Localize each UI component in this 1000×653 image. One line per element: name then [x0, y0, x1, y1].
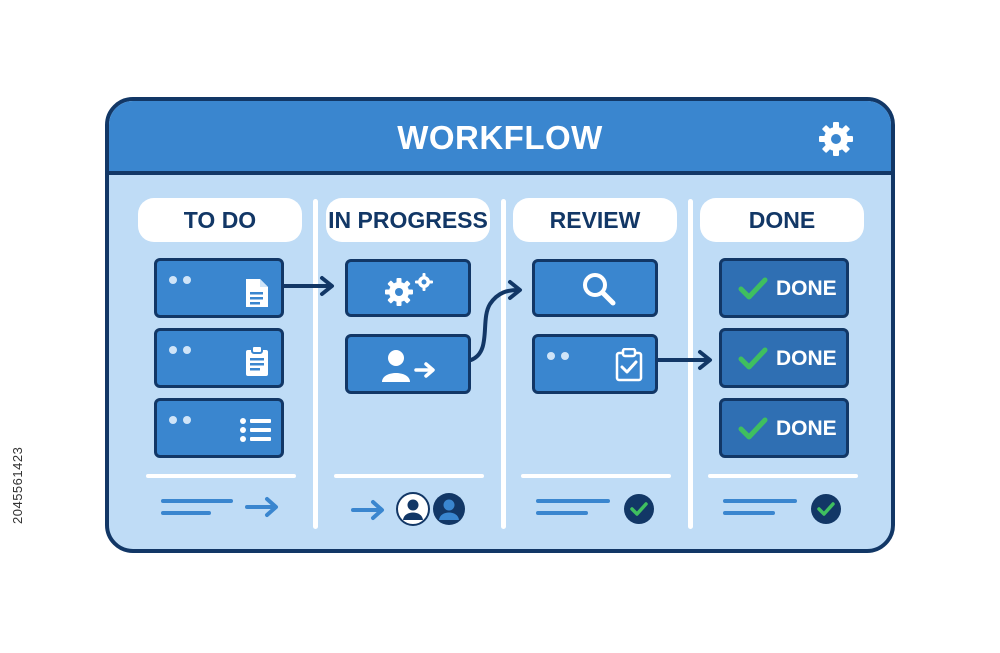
column-header-todo: TO DO	[138, 198, 302, 242]
board-header: WORKFLOW	[109, 101, 891, 175]
done-label: DONE	[776, 347, 837, 370]
column-divider	[501, 199, 506, 529]
column-header-review: REVIEW	[513, 198, 677, 242]
card-dots	[169, 411, 197, 429]
done-label: DONE	[776, 277, 837, 300]
task-card-done-3[interactable]: DONE	[719, 398, 849, 458]
user-avatar-icon	[433, 493, 465, 525]
task-card-done-1[interactable]: DONE	[719, 258, 849, 318]
board-title: WORKFLOW	[397, 119, 603, 156]
task-card-review-2[interactable]	[532, 334, 658, 394]
card-dots	[547, 347, 575, 365]
task-card-in-progress-2[interactable]	[345, 334, 471, 394]
column-footer-divider	[521, 474, 671, 478]
task-card-todo-2[interactable]	[154, 328, 284, 388]
placeholder-line	[161, 511, 211, 515]
gear-icon[interactable]	[817, 120, 855, 158]
placeholder-line	[723, 511, 775, 515]
column-footer-divider	[334, 474, 484, 478]
task-card-in-progress-1[interactable]	[345, 259, 471, 317]
check-circle-icon	[811, 494, 841, 524]
card-dots	[169, 341, 197, 359]
clipboard-check-icon	[615, 348, 643, 382]
check-circle-icon	[624, 494, 654, 524]
task-card-todo-3[interactable]	[154, 398, 284, 458]
stock-id-label: 2045561423	[10, 446, 25, 524]
placeholder-line	[536, 499, 610, 503]
list-icon	[240, 418, 271, 442]
done-label: DONE	[776, 417, 837, 440]
placeholder-line	[723, 499, 797, 503]
column-header-done: DONE	[700, 198, 864, 242]
placeholder-line	[536, 511, 588, 515]
arrow-right-icon	[245, 497, 278, 517]
task-card-todo-1[interactable]	[154, 258, 284, 318]
check-icon	[738, 417, 768, 440]
column-header-in-progress: IN PROGRESS	[326, 198, 490, 242]
check-icon	[738, 347, 768, 370]
placeholder-line	[161, 499, 233, 503]
task-card-review-1[interactable]	[532, 259, 658, 317]
column-footer-divider	[708, 474, 858, 478]
arrow-right-icon	[351, 500, 384, 520]
task-card-done-2[interactable]: DONE	[719, 328, 849, 388]
column-divider	[688, 199, 693, 529]
user-forward-icon	[382, 350, 435, 382]
gears-icon	[385, 273, 433, 306]
card-dots	[169, 271, 197, 289]
workflow-board: WORKFLOW TO DO IN PROGRESS REVIEW DONE	[105, 97, 895, 553]
column-footer-divider	[146, 474, 296, 478]
document-icon	[246, 279, 268, 307]
clipboard-icon	[246, 345, 268, 376]
check-icon	[738, 277, 768, 300]
magnifier-icon	[583, 273, 616, 306]
user-avatar-icon	[396, 492, 430, 526]
column-divider	[313, 199, 318, 529]
